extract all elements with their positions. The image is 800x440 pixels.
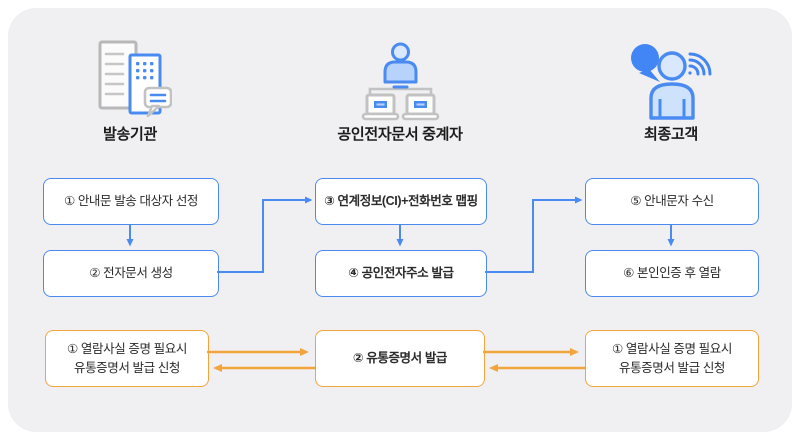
step-label-1: ① 안내문 발송 대상자 선정 xyxy=(63,194,199,209)
step-box-2: ② 전자문서 생성 xyxy=(43,250,219,297)
operator-body xyxy=(383,60,418,84)
wifi-icon xyxy=(688,52,712,76)
cert-middle-line1: ② 유통증명서 발급 xyxy=(352,351,448,366)
column-label-customer: 최종고객 xyxy=(643,125,698,143)
end-customer-icon xyxy=(631,44,712,120)
step-label-5: ⑤ 안내문자 수신 xyxy=(630,194,714,209)
step-label-4: ④ 공인전자주소 발급 xyxy=(348,266,454,281)
cert-box-left: ① 열람사실 증명 필요시 유통증명서 발급 신청 xyxy=(45,330,209,387)
step-box-1: ① 안내문 발송 대상자 선정 xyxy=(43,178,219,225)
message-bubble-icon xyxy=(143,86,172,118)
column-label-relay: 공인전자문서 중계자 xyxy=(337,125,463,143)
cert-box-right: ① 열람사실 증명 필요시 유통증명서 발급 신청 xyxy=(585,330,759,387)
step-box-3: ③ 연계정보(CI)+전화번호 맵핑 xyxy=(315,178,487,225)
sender-building-icon xyxy=(98,40,172,118)
step-box-5: ⑤ 안내문자 수신 xyxy=(585,178,759,225)
laptop-left-icon xyxy=(361,93,400,121)
step-label-2: ② 전자문서 생성 xyxy=(89,266,173,281)
bracket-line xyxy=(368,87,433,95)
step-box-6: ⑥ 본인인증 후 열람 xyxy=(585,250,759,297)
step-box-4: ④ 공인전자주소 발급 xyxy=(315,250,487,297)
cert-left-line1: ① 열람사실 증명 필요시 xyxy=(67,342,187,357)
cert-right-line2: 유통증명서 발급 신청 xyxy=(618,360,726,375)
building-floor-lines xyxy=(104,52,125,96)
laptop-right-icon xyxy=(401,93,440,121)
column-label-sender: 발송기관 xyxy=(102,125,157,143)
customer-body xyxy=(649,82,695,120)
building-window-dots xyxy=(136,62,154,80)
step-label-3: ③ 연계정보(CI)+전화번호 맵핑 xyxy=(324,194,478,209)
operator-head xyxy=(391,42,410,62)
customer-head xyxy=(657,51,687,81)
cert-box-middle: ② 유통증명서 발급 xyxy=(315,330,485,387)
cert-left-line2: 유통증명서 발급 신청 xyxy=(73,360,181,375)
relay-operator-icon xyxy=(361,42,440,121)
step-label-6: ⑥ 본인인증 후 열람 xyxy=(623,266,721,281)
cert-right-line1: ① 열람사실 증명 필요시 xyxy=(612,342,732,357)
speech-bubble-icon xyxy=(631,44,660,82)
